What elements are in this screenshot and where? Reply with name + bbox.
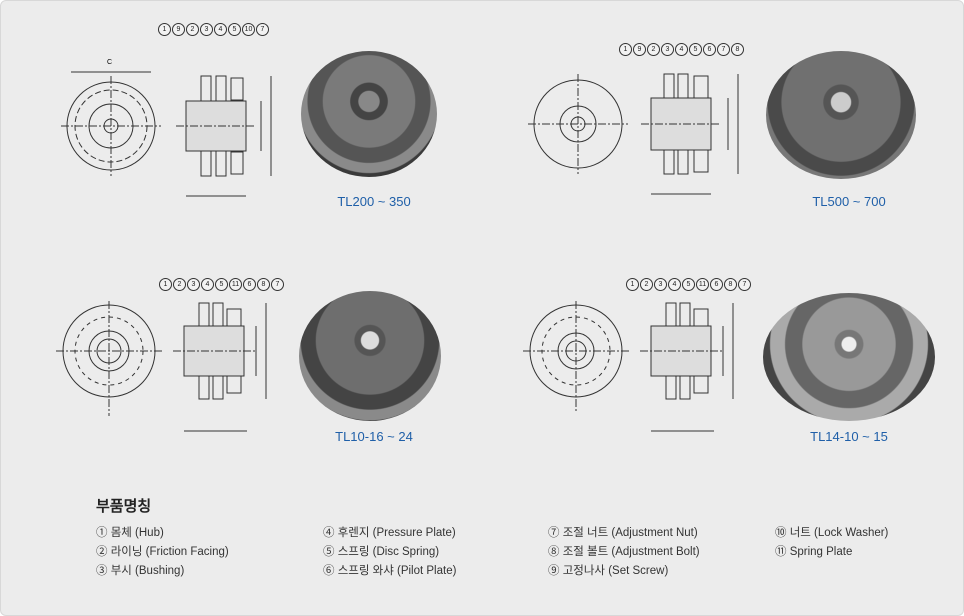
legend-item: ⑦ 조절 너트 (Adjustment Nut) [548,527,698,539]
tl14-10-photo [763,293,935,421]
legend-item: ③ 부시 (Bushing) [96,565,185,577]
callout: 3 [200,23,213,36]
callout: 5 [228,23,241,36]
callout: 7 [271,278,284,291]
callout: 4 [214,23,227,36]
tl10-16-photo [299,291,441,421]
tl200-drawing [61,71,272,197]
callout: 7 [738,278,751,291]
callout: 5 [689,43,702,56]
callout: 7 [256,23,269,36]
legend-item: ⑨ 고정나사 (Set Screw) [548,565,669,577]
model-label: TL10-16 ~ 24 [335,429,413,444]
callout: 4 [201,278,214,291]
legend-item: ② 라이닝 (Friction Facing) [96,546,229,558]
tl10-16-drawing [56,301,267,432]
callout: 9 [633,43,646,56]
callout: 10 [242,23,255,36]
callout: 3 [187,278,200,291]
callout: 2 [173,278,186,291]
callout: 2 [647,43,660,56]
legend-item: ⑤ 스프링 (Disc Spring) [323,546,440,558]
callout: 8 [257,278,270,291]
callout: 3 [654,278,667,291]
model-label: TL200 ~ 350 [337,194,411,209]
callout: 8 [731,43,744,56]
callout: 1 [159,278,172,291]
legend-item: ⑥ 스프링 와샤 (Pilot Plate) [323,565,457,577]
callout: 7 [717,43,730,56]
callout: 5 [682,278,695,291]
callout: 8 [724,278,737,291]
dim-c-label: C [107,59,113,66]
callout: 6 [703,43,716,56]
legend-item: ④ 후렌지 (Pressure Plate) [323,527,456,539]
callout: 5 [215,278,228,291]
legend-item: ⑧ 조절 볼트 (Adjustment Bolt) [548,546,700,558]
callout: 2 [186,23,199,36]
legend-item: ⑩ 너트 (Lock Washer) [775,527,889,539]
callout: 4 [675,43,688,56]
tl500-photo [766,51,916,179]
callout: 1 [619,43,632,56]
callout: 3 [661,43,674,56]
callout: 4 [668,278,681,291]
tl14-10-drawing [523,301,734,432]
tl200-photo [301,51,437,177]
callout: 9 [172,23,185,36]
legend-title: 부품명칭 [96,498,152,515]
callout: 2 [640,278,653,291]
callout: 1 [158,23,171,36]
legend-item: ① 몸체 (Hub) [96,527,164,539]
callout: 11 [696,278,709,291]
callout: 1 [626,278,639,291]
callout: 6 [243,278,256,291]
callout: 11 [229,278,242,291]
legend-item: ⑪ Spring Plate [775,546,853,558]
model-label: TL500 ~ 700 [812,194,886,209]
tl500-drawing [528,73,739,195]
model-label: TL14-10 ~ 15 [810,429,888,444]
callout: 6 [710,278,723,291]
